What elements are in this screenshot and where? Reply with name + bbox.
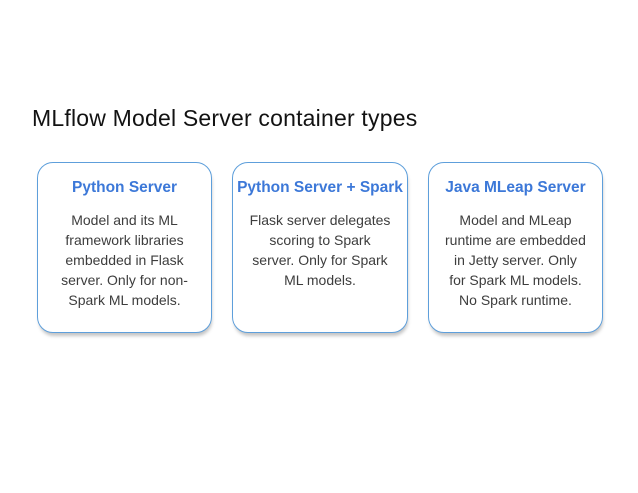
card-python-server-spark-title: Python Server + Spark [237,179,403,196]
card-java-mleap-server-title: Java MLeap Server [445,179,586,196]
page-title: MLflow Model Server container types [32,105,418,132]
card-python-server: Python Server Model and its ML framework… [37,162,213,333]
card-java-mleap-server: Java MLeap Server Model and MLeap runtim… [427,162,603,333]
card-python-server-body: Model and its ML framework libraries emb… [61,212,188,308]
card-java-mleap-server-body: Model and MLeap runtime are embedded in … [445,212,586,308]
card-python-server-spark-body: Flask server delegates scoring to Spark … [249,212,391,288]
card-python-server-title: Python Server [71,179,178,196]
card-python-server-spark: Python Server + Spark Flask server deleg… [232,162,408,333]
card-row: Python Server Model and its ML framework… [37,162,603,333]
